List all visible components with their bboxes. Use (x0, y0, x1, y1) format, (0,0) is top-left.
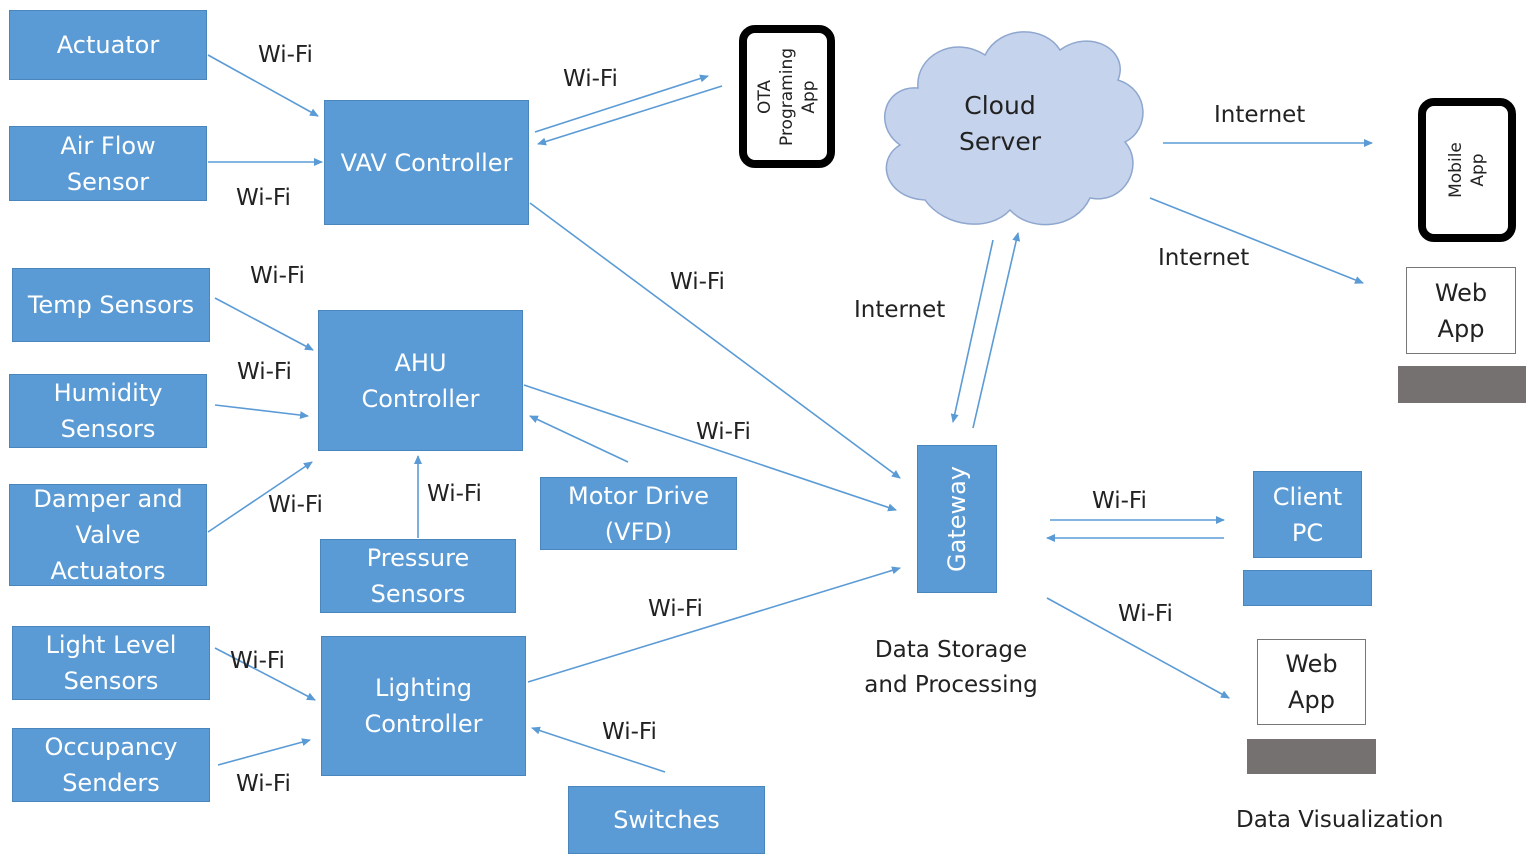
wifi-label-occupancy: Wi-Fi (236, 771, 291, 797)
motor-drive-label: Motor Drive (VFD) (568, 481, 709, 546)
arrow-gateway-cloud (972, 232, 1021, 429)
web-app-top-stand (1398, 366, 1526, 403)
ota-app-text-wrap: OTA Programing App (739, 25, 835, 168)
humidity-sensors-box: Humidity Sensors (9, 374, 207, 448)
data-storage-caption: Data Storage and Processing (864, 637, 1038, 698)
wifi-label-switches: Wi-Fi (602, 719, 657, 745)
arrow-ota-vav (537, 85, 723, 146)
occupancy-senders-box: Occupancy Senders (12, 728, 210, 802)
wifi-label-clientpc: Wi-Fi (1092, 488, 1147, 514)
humidity-sensors-label: Humidity Sensors (53, 379, 163, 443)
actuator-label: Actuator (56, 31, 160, 59)
cloud-server-label: Cloud Server (959, 91, 1041, 156)
arrow-lighting-gateway (527, 566, 901, 683)
temp-sensors-label: Temp Sensors (27, 291, 195, 319)
wifi-label-temp: Wi-Fi (250, 263, 305, 289)
lighting-controller-label: Lighting Controller (364, 674, 483, 738)
web-app-bottom-screen: Web App (1257, 639, 1366, 725)
web-app-bottom-label: Web App (1285, 650, 1338, 714)
pressure-sensors-box: Pressure Sensors (320, 539, 516, 613)
vav-controller-label: VAV Controller (340, 148, 513, 177)
arrow-temp-ahu (214, 297, 314, 351)
arrow-gateway-webapp2 (1046, 597, 1230, 699)
data-visualization-caption: Data Visualization (1236, 807, 1444, 833)
air-flow-sensor-label: Air Flow Sensor (60, 131, 156, 196)
occupancy-senders-label: Occupancy Senders (44, 733, 178, 797)
arrow-vav-ota (534, 74, 709, 133)
arrow-lightlevel-lighting (214, 647, 316, 701)
wifi-label-ota: Wi-Fi (563, 66, 618, 92)
pressure-sensors-label: Pressure Sensors (366, 544, 470, 608)
wifi-label-webapp2: Wi-Fi (1118, 601, 1173, 627)
wifi-label-actuator: Wi-Fi (258, 42, 313, 68)
ota-app-device (739, 25, 835, 168)
light-level-sensors-label: Light Level Sensors (45, 631, 177, 695)
damper-valve-label: Damper and Valve Actuators (33, 485, 183, 585)
wifi-label-ahu-gateway: Wi-Fi (696, 419, 751, 445)
wifi-label-damper: Wi-Fi (268, 492, 323, 518)
wifi-label-airflow: Wi-Fi (236, 185, 291, 211)
switches-box: Switches (568, 786, 765, 854)
arrow-occupancy-lighting (217, 738, 311, 766)
arrow-cloud-webapp (1149, 197, 1364, 284)
wifi-label-pressure: Wi-Fi (427, 481, 482, 507)
ahu-controller-box: AHU Controller (318, 310, 523, 451)
internet-label-mobile: Internet (1214, 102, 1306, 128)
cloud-shape (883, 31, 1144, 226)
arrow-ahu-gateway (523, 384, 897, 512)
web-app-top-label: Web App (1434, 278, 1488, 343)
light-level-sensors-box: Light Level Sensors (12, 626, 210, 700)
mobile-app-device (1418, 98, 1516, 242)
internet-label-webapp: Internet (1158, 245, 1250, 271)
vav-controller-box: VAV Controller (324, 100, 529, 225)
wifi-label-lighting-gateway: Wi-Fi (648, 596, 703, 622)
client-pc-base (1243, 570, 1372, 606)
web-app-bottom-stand (1247, 739, 1376, 774)
arrow-humidity-ahu (214, 404, 309, 420)
mobile-app-text-wrap: Mobile App (1418, 98, 1516, 242)
gateway-label: Gateway (943, 465, 971, 573)
client-pc-label: Client PC (1272, 482, 1343, 547)
client-pc-screen: Client PC (1253, 471, 1362, 558)
arrow-cloud-gateway (950, 239, 994, 423)
arrow-vav-gateway (529, 202, 901, 479)
arrow-motor-ahu (529, 415, 629, 463)
air-flow-sensor-box: Air Flow Sensor (9, 126, 207, 201)
wifi-label-vav-gateway: Wi-Fi (670, 269, 725, 295)
switches-label: Switches (613, 806, 720, 834)
wifi-label-lightlevel: Wi-Fi (230, 648, 285, 674)
internet-label-gateway: Internet (854, 297, 946, 323)
motor-drive-box: Motor Drive (VFD) (540, 477, 737, 550)
arrow-damper-ahu (207, 461, 313, 533)
arrow-actuator-vav (207, 54, 319, 117)
ota-app-label: OTA Programing App (755, 47, 820, 146)
wifi-label-humidity: Wi-Fi (237, 359, 292, 385)
actuator-box: Actuator (9, 10, 207, 80)
lighting-controller-box: Lighting Controller (321, 636, 526, 776)
damper-valve-box: Damper and Valve Actuators (9, 484, 207, 586)
mobile-app-label: Mobile App (1445, 142, 1488, 198)
temp-sensors-box: Temp Sensors (12, 268, 210, 342)
gateway-box: Gateway (917, 445, 997, 593)
arrow-switches-lighting (531, 726, 666, 773)
ahu-controller-label: AHU Controller (361, 348, 480, 413)
web-app-top-screen: Web App (1406, 267, 1516, 354)
